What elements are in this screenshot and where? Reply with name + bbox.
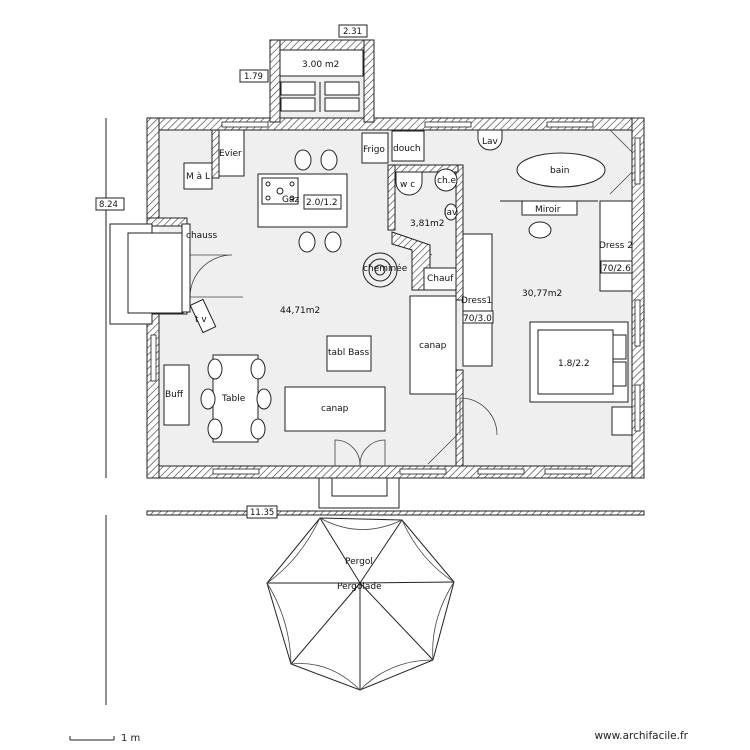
- entry: chauss: [109, 223, 218, 325]
- sofa-right-label: canap: [419, 341, 447, 351]
- sideboard-label: Buff: [165, 390, 184, 400]
- bath-label: bain: [550, 166, 569, 176]
- pergola-label: Pergol: [345, 557, 373, 567]
- bedroom: Lav bain Miroir Dress 2 70/2.6 Dress1 70…: [461, 129, 633, 436]
- shower-label: douch: [393, 144, 421, 154]
- sofa-label: canap: [321, 404, 349, 414]
- living-room: cheminée Chauf canap 44,71m2 t v tabl Ba…: [163, 231, 457, 443]
- bath-area-label: 3,81m2: [410, 219, 445, 229]
- tv-label: t v: [195, 315, 207, 325]
- low-table-label: tabl Bass: [328, 348, 369, 358]
- dimensions: 2.31 1.79 8.24 11.35: [95, 24, 645, 705]
- dim-total-width: 11.35: [250, 508, 274, 518]
- heater-label: Chauf: [427, 274, 454, 284]
- mirror-label: Miroir: [535, 205, 561, 215]
- hob-dims-label: 2.0/1.2: [306, 198, 338, 208]
- bedroom-area-label: 30,77m2: [522, 289, 562, 299]
- dress1-dims-label: 70/3.0: [463, 314, 492, 324]
- washbasin-label: Lav: [482, 137, 499, 147]
- kitchen: Evier M à L Gaz 2.0/1.2 Frigo: [183, 129, 389, 253]
- washer-label: M à L: [186, 172, 210, 182]
- pergola-sub-label: Pergolade: [337, 582, 382, 592]
- scale-bar: [69, 736, 115, 741]
- dim-top-width: 2.31: [343, 27, 362, 37]
- dress2-dims-label: 70/2.6: [602, 264, 631, 274]
- pergola: Pergol Pergolade: [266, 517, 455, 691]
- fridge-label: Frigo: [363, 145, 385, 155]
- dim-top-depth: 1.79: [244, 72, 263, 82]
- storage-room: 3.00 m2: [279, 49, 364, 112]
- dress2-label: Dress 2: [599, 241, 633, 251]
- bed-label: 1.8/2.2: [558, 359, 590, 369]
- shoes-label: chauss: [186, 231, 218, 241]
- washbasin-small-label: lav: [444, 208, 458, 218]
- gas-label: Gaz: [282, 195, 299, 205]
- bathroom: douch w c ch.e lav 3,81m2: [391, 130, 458, 229]
- windows: [150, 121, 641, 475]
- footer-site: www.archifacile.fr: [594, 730, 688, 742]
- living-area-label: 44,71m2: [280, 306, 320, 316]
- dress1-label: Dress1: [461, 296, 492, 306]
- storage-area-label: 3.00 m2: [302, 60, 339, 70]
- table-label: Table: [221, 394, 246, 404]
- wc-label: w c: [400, 180, 415, 190]
- kitchen-sink-label: Evier: [219, 149, 242, 159]
- scale-label: 1 m: [121, 733, 141, 744]
- fireplace-label: cheminée: [363, 263, 408, 274]
- dim-side-height: 8.24: [99, 200, 118, 210]
- water-heater-label: ch.e: [437, 176, 457, 186]
